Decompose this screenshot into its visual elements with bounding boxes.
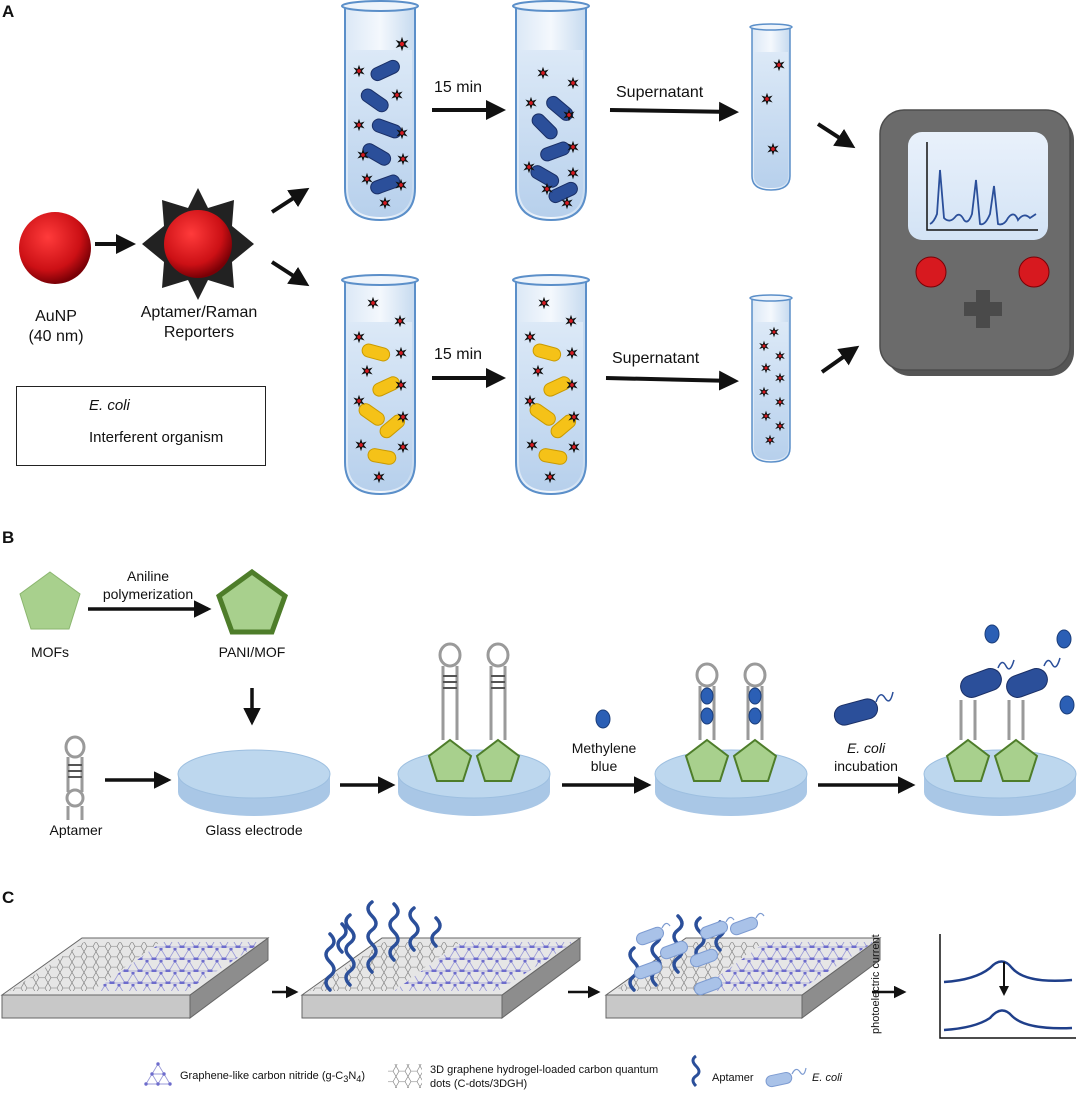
aptamer-hairpin	[64, 735, 86, 820]
substrate-with-aptamer	[300, 900, 582, 1019]
modified-electrode	[397, 642, 551, 816]
time-label-top: 15 min	[434, 79, 483, 96]
reporter-label-line2: Reporters	[163, 324, 235, 341]
legend-aptamer-label: Aptamer	[712, 1072, 754, 1084]
legend-a: E. coli Interferent organism	[16, 386, 266, 466]
ecoli-label-b: E. coli	[846, 740, 886, 756]
curve-after	[943, 1009, 1073, 1032]
aptamer-reporter-particle	[142, 188, 254, 300]
aunp-label: AuNP	[35, 308, 77, 325]
pani-mof-label: PANI/MOF	[218, 644, 286, 660]
legend-aptamer-icon	[691, 1054, 701, 1088]
supernatant-label-top: Supernatant	[616, 84, 704, 101]
polymerization-label-line1: Aniline	[126, 568, 170, 584]
arrow-to-device-top	[816, 122, 856, 149]
detection-electrode	[923, 657, 1077, 816]
polymerization-label-line2: polymerization	[102, 586, 194, 602]
legend-dgh-icon	[388, 1064, 422, 1088]
supernatant-tube-bottom	[749, 294, 793, 463]
aunp-size-label: (40 nm)	[28, 328, 84, 345]
legend-ecoli-label: E. coli	[89, 397, 130, 414]
photocurrent-plot	[939, 934, 1076, 1039]
substrate-bare	[0, 937, 270, 1019]
ecoli-cells-top-tube-1	[360, 59, 402, 195]
mofs-label: MOFs	[30, 644, 70, 660]
methylene-blue-dot	[595, 709, 611, 729]
mb-loaded-electrode	[654, 662, 808, 816]
panel-label-c: C	[2, 888, 15, 907]
legend-ecoli-c-icon	[765, 1067, 807, 1088]
interferent-cells-bottom-tube-1	[358, 343, 406, 465]
arrow-split-up	[270, 187, 310, 214]
methylene-blue-label-line2: blue	[590, 758, 618, 774]
time-label-bottom: 15 min	[434, 346, 483, 363]
panel-label-b: B	[2, 528, 15, 547]
glass-electrode	[177, 749, 331, 816]
substrate-with-ecoli	[604, 912, 882, 1019]
raman-device	[879, 109, 1074, 376]
incubation-label: incubation	[834, 758, 898, 774]
supernatant-tube-top	[749, 23, 793, 191]
curve-before	[943, 960, 1073, 984]
glass-electrode-label: Glass electrode	[205, 822, 303, 838]
supernatant-label-bottom: Supernatant	[612, 350, 700, 367]
mof-pentagon	[19, 571, 81, 630]
interferent-cells-bottom-tube-2	[529, 343, 577, 465]
methylene-blue-label-line1: Methylene	[571, 740, 637, 756]
legend-dgh-label-line1: 3D graphene hydrogel-loaded carbon quant…	[430, 1064, 659, 1076]
panel-label-a: A	[2, 2, 15, 21]
arrow-split-down	[270, 260, 310, 287]
reporter-label-line1: Aptamer/Raman	[140, 304, 258, 321]
released-methylene-blue	[984, 624, 1075, 715]
legend-gcn-label: Graphene-like carbon nitride (g-C3N4)	[180, 1070, 366, 1085]
pani-mof-pentagon	[216, 568, 288, 635]
arrow-supernatant-bottom	[605, 370, 739, 391]
aunp-sphere	[19, 212, 91, 284]
photocurrent-axis-label: photoelectric current	[870, 934, 882, 1034]
arrow-supernatant-top	[609, 101, 739, 122]
aptamer-label: Aptamer	[49, 822, 103, 838]
legend-gcn-icon	[144, 1062, 172, 1086]
ecoli-cell-b	[833, 691, 894, 726]
legend-dgh-label-line2: dots (C-dots/3DGH)	[430, 1078, 528, 1090]
legend-ecoli-c-label: E. coli	[812, 1072, 842, 1084]
arrow-to-device-bottom	[820, 345, 860, 374]
legend-interferent-label: Interferent organism	[89, 429, 224, 446]
